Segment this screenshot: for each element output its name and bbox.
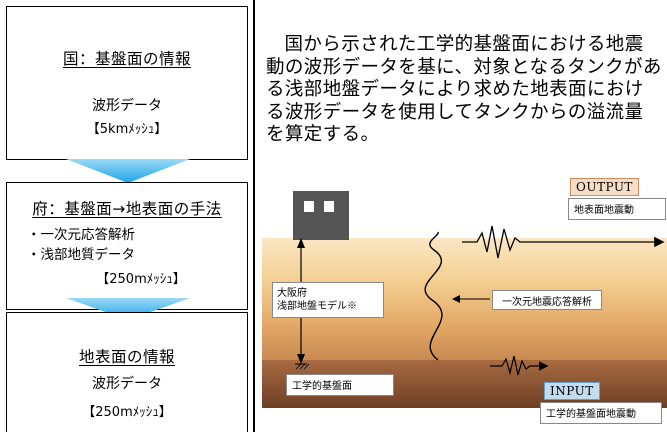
prefecture-method-box: 府：基盤面→地表面の手法 ・一次元応答解析 ・浅部地質データ 【250mﾒｯｼｭ… — [6, 182, 248, 310]
prefecture-method-title: 府：基盤面→地表面の手法 — [32, 200, 222, 218]
national-info-text: 波形データ — [92, 98, 162, 114]
shallow-model-label: 大阪府 浅部地盤モデル※ — [272, 282, 384, 318]
method-1d-response: ・一次元応答解析 — [27, 227, 135, 243]
building-icon — [293, 191, 349, 240]
national-info-mesh: 【5kmﾒｯｼｭ】 — [86, 122, 168, 137]
output-description: 地表面地震動 — [568, 198, 666, 220]
input-tag: INPUT — [544, 382, 600, 400]
prefecture-method-mesh: 【250mﾒｯｼｭ】 — [96, 272, 186, 287]
surface-info-text: 波形データ — [92, 376, 162, 392]
surface-info-title: 地表面の情報 — [78, 348, 175, 366]
output-tag: OUTPUT — [570, 178, 639, 196]
surface-info-mesh: 【250mﾒｯｼｭ】 — [82, 405, 172, 420]
method-shallow-geology: ・浅部地質データ — [27, 247, 135, 263]
base-waveform — [490, 355, 549, 376]
left-panel: 国：基盤面の情報 波形データ 【5kmﾒｯｼｭ】 府：基盤面→地表面の手法 ・一… — [0, 0, 255, 432]
down-arrow-2-icon — [66, 298, 190, 320]
down-arrow-1-icon — [66, 159, 190, 183]
surface-info-box: 地表面の情報 波形データ 【250mﾒｯｼｭ】 — [6, 312, 248, 432]
description-text: 国から示された工学的基盤面における地震動の波形データを基に、対象となるタンクがあ… — [266, 34, 662, 145]
input-description: 工学的基盤面地震動 — [540, 402, 662, 424]
shallow-model-label-line2: 浅部地盤モデル※ — [277, 301, 357, 312]
national-info-box: 国：基盤面の情報 波形データ 【5kmﾒｯｼｭ】 — [6, 6, 248, 160]
ground-response-diagram: OUTPUT 地表面地震動 大阪府 浅部地盤モデル※ 一次元地震応答解析 工学的… — [262, 170, 667, 432]
shallow-model-label-line1: 大阪府 — [277, 288, 307, 299]
analysis-label: 一次元地震応答解析 — [492, 290, 602, 310]
engineering-base-label: 工学的基盤面 — [286, 374, 394, 396]
surface-waveform — [462, 225, 665, 259]
national-info-title: 国：基盤面の情報 — [62, 50, 191, 68]
wave-propagation-curve — [424, 231, 443, 361]
